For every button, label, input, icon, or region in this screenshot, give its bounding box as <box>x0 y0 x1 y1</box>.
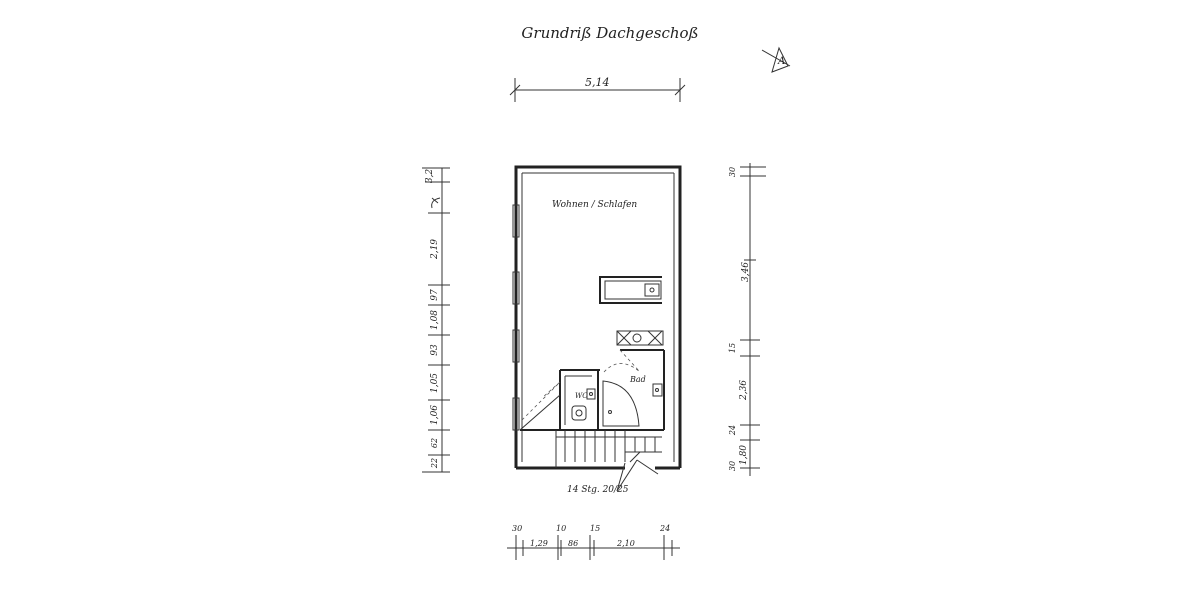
left-dim-9: 22 <box>430 458 439 469</box>
bottom-dimension-chain: 30 10 15 24 1,29 86 2,10 <box>507 524 680 560</box>
shower-icon <box>602 380 640 427</box>
right-dim-6: 1,80 <box>739 445 749 465</box>
right-dim-4: 2,36 <box>739 380 749 401</box>
north-mark-label: A <box>777 56 785 67</box>
room-label-wc: WC <box>575 392 588 400</box>
plan-title: Grundriß Dachgeschoß <box>521 24 698 42</box>
roof-windows <box>512 204 520 431</box>
staircase <box>519 394 664 468</box>
stair-arrow-icon <box>616 459 659 492</box>
room-label-bath: Bad <box>629 375 646 384</box>
bath-sink-icon <box>652 383 663 397</box>
bottom-dim-low-2: 86 <box>568 539 578 548</box>
right-dimension-chain: 30 3,46 15 2,36 24 1,80 30 <box>728 163 766 476</box>
wc-sink-icon <box>586 388 596 400</box>
left-dim-6: 1,05 <box>430 373 440 393</box>
left-dim-1: 3,2 <box>425 169 435 184</box>
left-dim-5: 93 <box>430 344 440 356</box>
outer-walls <box>514 165 682 470</box>
north-arrow-icon: A <box>761 46 791 73</box>
top-dimension: 5,14 <box>509 76 686 102</box>
right-dim-5: 24 <box>728 425 737 436</box>
left-dim-3: 97 <box>430 289 440 301</box>
left-dimension-chain: 3,2 2,19 97 1,08 93 1,05 1,06 62 22 <box>422 167 450 473</box>
top-width-label: 5,14 <box>585 76 610 89</box>
left-dim-8: 62 <box>430 438 439 448</box>
left-dim-7: 1,06 <box>430 405 440 425</box>
door-swings <box>521 349 641 421</box>
appliance-boxes <box>616 330 664 346</box>
left-dim-4: 1,08 <box>430 310 440 330</box>
interior-walls <box>559 349 665 430</box>
bottom-dim-top-3: 15 <box>590 524 600 533</box>
kitchen-counter <box>599 276 662 304</box>
stair-note: 14 Stg. 20/25 <box>567 485 629 495</box>
bottom-dim-low-1: 1,29 <box>530 539 548 548</box>
bottom-dim-top-1: 30 <box>512 524 522 533</box>
right-dim-2: 3,46 <box>741 262 751 282</box>
right-dim-7: 30 <box>728 461 737 471</box>
right-dim-3: 15 <box>728 343 737 353</box>
right-dim-1: 30 <box>728 167 737 177</box>
bottom-dim-top-2: 10 <box>556 524 566 533</box>
left-dim-2: 2,19 <box>430 239 440 260</box>
bottom-dim-top-4: 24 <box>659 524 670 533</box>
bottom-dim-low-3: 2,10 <box>616 539 635 548</box>
toilet-icon <box>571 405 587 421</box>
room-label-living: Wohnen / Schlafen <box>552 200 637 210</box>
